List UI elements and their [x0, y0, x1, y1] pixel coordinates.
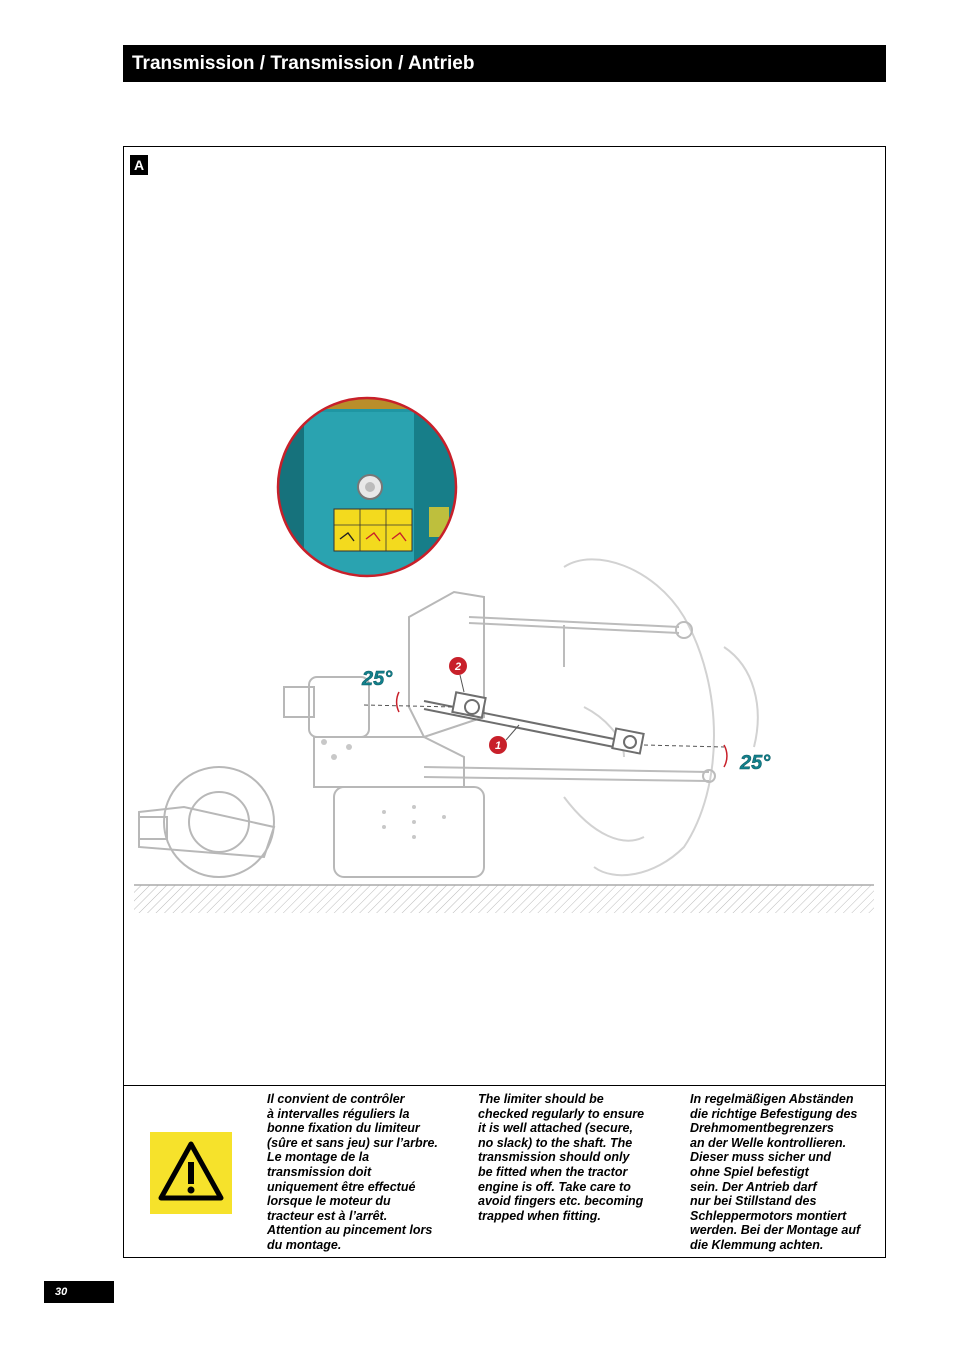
rotary-machine — [138, 590, 485, 878]
pto-shaft — [423, 691, 645, 755]
bolt-holes — [321, 739, 446, 839]
page-number: 30 — [44, 1281, 114, 1303]
callout-2: 2 — [449, 657, 467, 693]
ground-hatching — [134, 885, 874, 913]
section-title: Transmission / Transmission / Antrieb — [123, 45, 886, 82]
note-english: The limiter should be checked regularly … — [478, 1092, 645, 1223]
callout-1-label: 1 — [495, 740, 501, 752]
angle-arc-right — [723, 744, 728, 768]
figure-frame: A — [123, 146, 886, 1258]
section-divider — [124, 1085, 885, 1086]
note-french: Il convient de contrôler à intervalles r… — [267, 1092, 438, 1252]
angle-label-top: 25° — [361, 668, 393, 690]
callout-1: 1 — [489, 724, 520, 754]
angle-arc-top — [395, 691, 400, 713]
warning-icon — [150, 1132, 232, 1214]
detail-photo-inset — [276, 396, 458, 578]
angle-label-right: 25° — [739, 752, 771, 774]
note-german: In regelmäßigen Abständen die richtige B… — [690, 1092, 861, 1252]
top-link — [468, 616, 693, 667]
lower-link — [423, 766, 716, 783]
tractor-tyre — [563, 558, 759, 877]
transmission-illustration: 25° 25° 1 2 — [134, 396, 874, 913]
callout-2-label: 2 — [454, 661, 461, 673]
figure-label: A — [130, 155, 148, 175]
